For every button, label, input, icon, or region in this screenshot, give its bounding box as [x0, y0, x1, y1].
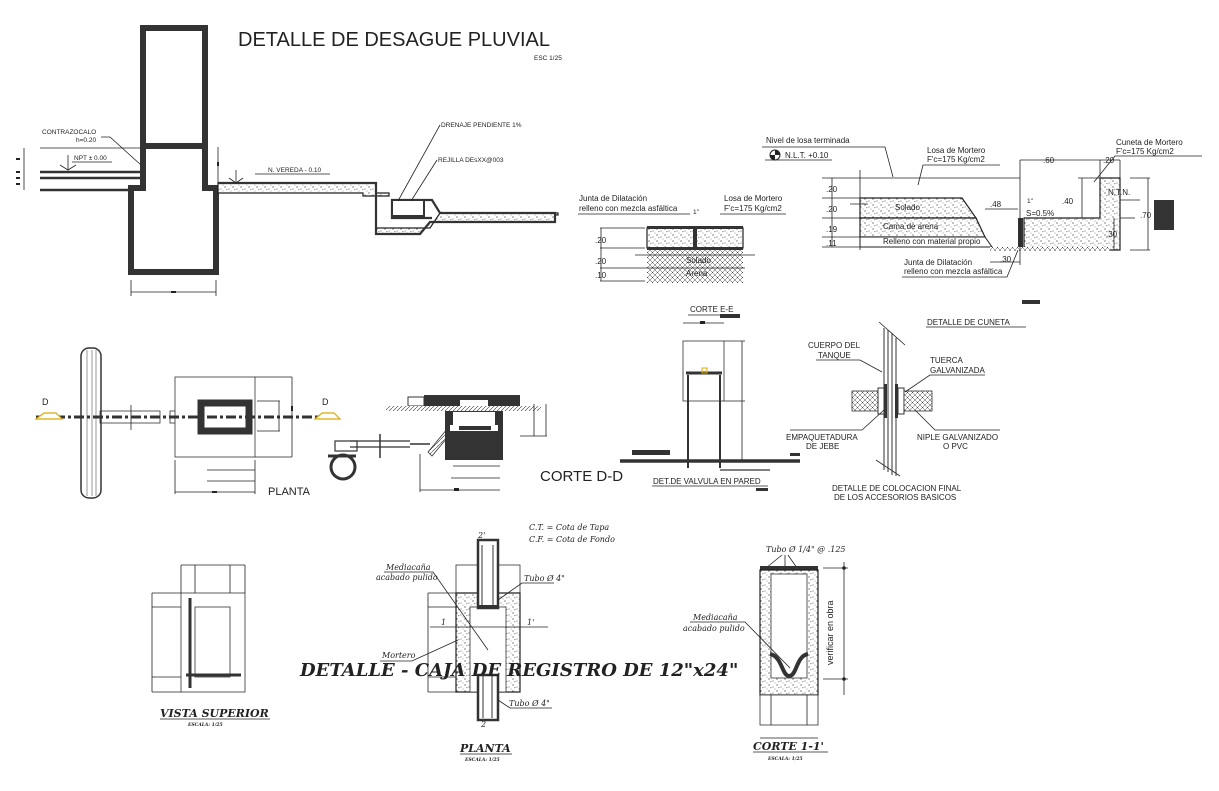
corte-ee-caption: DET.DE VALVULA EN PARED [653, 477, 761, 486]
cuneta-dim-1: .20 [826, 185, 838, 194]
corte-ee-title: CORTE E-E [690, 305, 733, 314]
cut-mark-right: 1' [527, 618, 534, 627]
cuneta-layer-cama: Cama de arena [883, 222, 939, 231]
corte-ee: CORTE E-E DET.DE VALVULA EN PARED [620, 305, 800, 491]
tuerca-label-1: TUERCA [930, 356, 964, 365]
empaq-label-2: DE JEBE [806, 442, 839, 451]
planta-mortero: Mortero [381, 651, 416, 660]
corte-mediacana-2: acabado pulido [683, 624, 745, 633]
sheet-title: DETALLE DE DESAGUE PLUVIAL [238, 29, 550, 51]
legend-ct: C.T. = Cota de Tapa [529, 523, 609, 532]
wall-section: NPT ± 0.00 CONTRAZOCALO h=0.20 N. VEREDA… [16, 25, 559, 296]
junta-label-2: relleno con mezcla asfáltica [579, 204, 678, 213]
contrazocalo-label: CONTRAZOCALO [42, 129, 96, 136]
npt-label: NPT ± 0.00 [74, 155, 107, 162]
nlt-label: N.L.T. +0.10 [785, 151, 829, 160]
corte-scale: ESCALA: 1/25 [767, 756, 803, 762]
accesorios-detail: CUERPO DEL TANQUE TUERCA GALVANIZADA EMP… [786, 321, 1000, 502]
cuneta-joint-width: 1" [1027, 198, 1034, 205]
planta-mediacana-2: acabado pulido [376, 573, 438, 582]
cuneta-caption: DETALLE DE CUNETA [927, 318, 1010, 327]
marker-d-left: D [42, 397, 49, 407]
cuneta-label-1: Cuneta de Mortero [1116, 138, 1183, 147]
layer-arena: Arena [686, 269, 708, 278]
junta-dim-1: .20 [595, 236, 607, 245]
junta-dim-3: .10 [595, 271, 607, 280]
losa-label-2: F'c=175 Kg/cm2 [724, 204, 782, 213]
ntn-label: N.T.N. [1108, 188, 1130, 197]
layer-solado: Solado [686, 256, 711, 265]
cuneta-layer-relleno: Relleno con material propio [883, 237, 981, 246]
junta-detail: Junta de Dilatación relleno con mezcla a… [578, 194, 786, 283]
tuerca-label-2: GALVANIZADA [930, 366, 985, 375]
caja-registro-title: DETALLE - CAJA DE REGISTRO DE 12"x24" [299, 660, 738, 681]
vereda-label: N. VEREDA - 0.10 [268, 167, 321, 174]
dim-070: .70 [1140, 211, 1152, 220]
sheet-scale: ESC 1/25 [534, 55, 562, 62]
joint-width: 1" [693, 209, 700, 216]
corte-dd-caption: CORTE D-D [540, 468, 623, 485]
cuneta-label-2: F'c=175 Kg/cm2 [1116, 147, 1174, 156]
accesorios-caption-2: DE LOS ACCESORIOS BASICOS [834, 493, 956, 502]
cuneta-junta-label-2: relleno con mezcla asfáltica [904, 267, 1003, 276]
corte-caption: CORTE 1-1' [753, 740, 824, 753]
cuerpo-label-2: TANQUE [818, 351, 851, 360]
nivel-losa-label: Nivel de losa terminada [766, 136, 850, 145]
dim-020: .20 [1103, 156, 1115, 165]
planta-top: D D PLANTA [34, 347, 342, 499]
planta-tubo-top: Tubo Ø 4" [524, 574, 565, 583]
cuneta-losa-label-1: Losa de Mortero [927, 146, 986, 155]
cuerpo-label-1: CUERPO DEL [808, 341, 861, 350]
dim-030b: .30 [1000, 255, 1012, 264]
cuneta-dim-4: .11 [826, 239, 837, 248]
planta-mediacana-1: Mediacaña [385, 563, 431, 572]
rejilla-label: REJILLA DEsXX@003 [438, 157, 504, 164]
legend-cf: C.F. = Cota de Fondo [529, 535, 615, 544]
corte-tubo-label: Tubo Ø 1/4" @ .125 [766, 545, 846, 554]
dim-048: .48 [990, 200, 1002, 209]
cuneta-losa-label-2: F'c=175 Kg/cm2 [927, 155, 985, 164]
caja-planta-scale: ESCALA: 1/25 [464, 757, 500, 763]
cuneta-layer-solado: Solado [895, 203, 920, 212]
caja-corte: Tubo Ø 1/4" @ .125 verificar en obra Med… [683, 545, 848, 762]
cuneta-junta-label-1: Junta de Dilatación [904, 258, 972, 267]
marker-d-right: D [322, 397, 329, 407]
empaq-label-1: EMPAQUETADURA [786, 433, 858, 442]
cut-mark-left: 1 [441, 618, 446, 627]
cuneta-section: Nivel de losa terminada N.L.T. +0.10 Los… [762, 136, 1202, 328]
vista-caption: VISTA SUPERIOR [160, 707, 269, 720]
corte-dd: CORTE D-D [328, 395, 623, 492]
section-mark-bottom: 2 [480, 720, 486, 729]
slope-label: S=0.5% [1026, 209, 1054, 218]
dim-030a: .30 [1106, 230, 1118, 239]
vista-superior: VISTA SUPERIOR ESCALA: 1/25 [151, 564, 270, 728]
junta-dim-2: .20 [595, 257, 607, 266]
planta-caption: PLANTA [268, 486, 311, 498]
niple-label-1: NIPLE GALVANIZADO [917, 433, 998, 442]
contrazocalo-height: h=0.20 [76, 137, 96, 144]
planta-tubo-bottom: Tubo Ø 4" [509, 699, 550, 708]
corte-mediacana-1: Mediacaña [692, 613, 738, 622]
losa-label-1: Losa de Mortero [724, 194, 783, 203]
caja-planta: C.T. = Cota de Tapa C.F. = Cota de Fondo… [376, 523, 615, 763]
section-mark-top: 2' [477, 531, 485, 540]
cuneta-dim-2: .20 [826, 205, 838, 214]
vista-scale: ESCALA: 1/25 [187, 722, 223, 728]
verificar-label: verificar en obra [825, 600, 835, 665]
caja-planta-caption: PLANTA [459, 742, 511, 755]
junta-label-1: Junta de Dilatación [579, 194, 647, 203]
drenaje-label: DRENAJE PENDIENTE 1% [441, 122, 522, 129]
dim-040: .40 [1062, 197, 1074, 206]
niple-label-2: O PVC [943, 442, 968, 451]
accesorios-caption-1: DETALLE DE COLOCACION FINAL [832, 484, 962, 493]
cuneta-dim-3: .19 [826, 225, 838, 234]
dim-060: .60 [1043, 156, 1055, 165]
